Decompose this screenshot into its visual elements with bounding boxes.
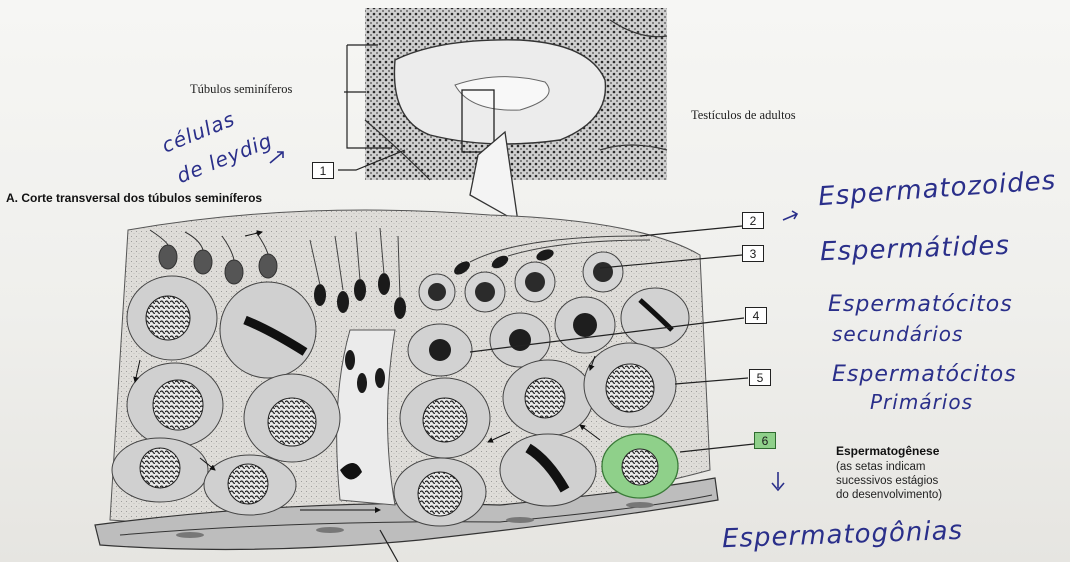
- handwritten-label-5-line1: Espermatócitos: [832, 362, 1017, 387]
- callout-6-highlighted: 6: [754, 432, 776, 449]
- handwritten-label-4-line1: Espermatócitos: [828, 292, 1013, 317]
- section-title: A. Corte transversal dos túbulos seminíf…: [6, 191, 262, 205]
- tubule-cross-section: [95, 210, 718, 549]
- callout-1: 1: [312, 162, 334, 179]
- callout-3: 3: [742, 245, 764, 262]
- callout-4: 4: [745, 307, 767, 324]
- callout-2: 2: [742, 212, 764, 229]
- legend-title: Espermatogênese: [836, 444, 939, 458]
- callout-5: 5: [749, 369, 771, 386]
- legend-note: (as setas indicam sucessivos estágios do…: [836, 460, 1036, 502]
- testis-micrograph: [365, 8, 667, 180]
- testes-label: Testículos de adultos: [691, 108, 796, 123]
- handwritten-label-4-line2: secundários: [832, 322, 963, 346]
- tubules-label: Túbulos seminíferos: [190, 82, 292, 97]
- handwritten-label-5-line2: Primários: [870, 390, 973, 414]
